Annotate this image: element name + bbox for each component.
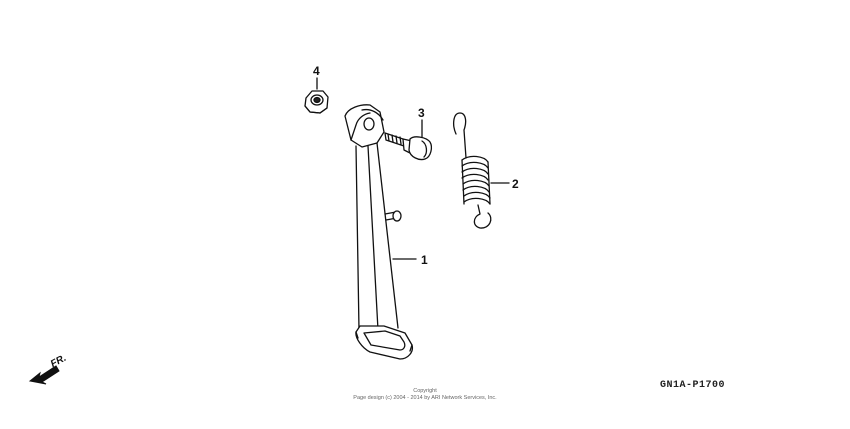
copyright-line-1: Copyright	[413, 388, 437, 394]
callout-label-4: 4	[313, 64, 320, 78]
diagram-code: GN1A-P1700	[660, 380, 726, 391]
bolt-part	[384, 132, 432, 161]
callout-label-1: 1	[421, 253, 428, 267]
nut-part	[304, 90, 329, 114]
copyright-notice: Copyright Page design (c) 2004 - 2014 by…	[250, 388, 600, 401]
front-arrow-icon	[28, 365, 60, 385]
callout-label-3: 3	[418, 106, 425, 120]
callout-label-2: 2	[512, 177, 519, 191]
side-stand-part	[344, 104, 414, 360]
copyright-line-2: Page design (c) 2004 - 2014 by ARI Netwo…	[353, 394, 497, 401]
spring-part	[453, 112, 492, 229]
